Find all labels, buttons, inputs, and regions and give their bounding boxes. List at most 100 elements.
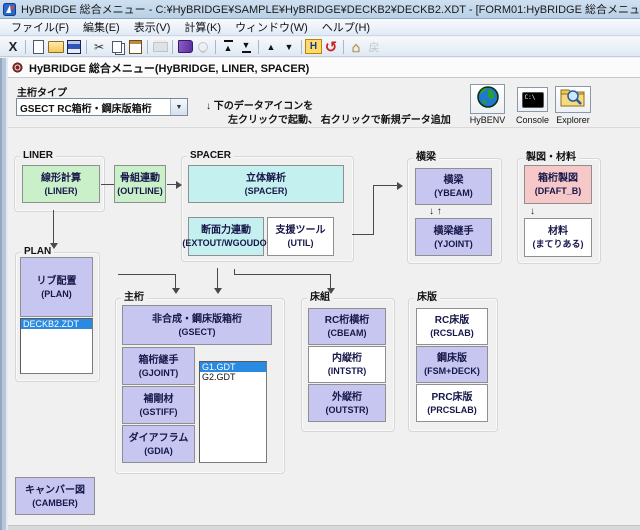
module-material[interactable]: 材料 (まてりある) [524, 218, 592, 257]
console-label: Console [515, 115, 550, 125]
connector-line [330, 274, 331, 289]
module-gdia[interactable]: ダイアフラム (GDIA) [122, 425, 195, 463]
group-slab-label: 床版 [414, 292, 440, 304]
module-util[interactable]: 支援ツール (UTIL) [267, 217, 334, 256]
menu-file[interactable]: ファイル(F) [11, 22, 70, 34]
girder-type-value: GSECT RC箱桁・鋼床版箱桁 [20, 103, 152, 115]
arrow-down-icon [172, 288, 180, 294]
toolbar: X✂▲▼▲▼H↺⌂戻 [0, 37, 640, 57]
help-book-icon[interactable] [176, 38, 194, 55]
module-prcslab[interactable]: PRC床版 (PRCSLAB) [416, 384, 488, 422]
explorer-label: Explorer [556, 115, 590, 125]
module-ybeam[interactable]: 横梁 (YBEAM) [415, 168, 492, 205]
module-gsect[interactable]: 非合成・鋼床版箱桁 (GSECT) [122, 305, 272, 345]
new-file-icon[interactable] [29, 38, 47, 55]
cut-icon[interactable]: ✂ [93, 39, 105, 54]
arrow-down-icon [214, 288, 222, 294]
copy-icon[interactable] [108, 38, 126, 55]
connector-line [101, 184, 114, 185]
group-draft-label: 製図・材料 [523, 152, 579, 164]
hybenv-label: HyBENV [469, 115, 506, 125]
menu-help[interactable]: ヘルプ(H) [321, 22, 371, 34]
scroll-bottom-icon[interactable]: ▼ [237, 38, 255, 55]
toolbar-separator [258, 39, 259, 54]
module-liner[interactable]: 線形計算 (LINER) [22, 165, 100, 203]
toolbar-separator [215, 39, 216, 54]
arrow-down-icon [327, 288, 335, 294]
arrow-down-icon [50, 243, 58, 249]
toolbar-separator [172, 39, 173, 54]
module-draft[interactable]: 箱桁製図 (DFAFT_B) [524, 165, 592, 204]
move-down-icon[interactable]: ▼ [284, 41, 294, 52]
module-intstr[interactable]: 内縦桁 (INTSTR) [308, 346, 386, 383]
group-ybeam: 横梁 [407, 152, 502, 264]
plan-file-listbox[interactable]: DECKB2.ZDT [20, 318, 93, 374]
group-plan: PLAN [15, 246, 100, 382]
menu-edit[interactable]: 編集(E) [83, 22, 120, 34]
form-header-title: HyBRIDGE 総合メニュー(HyBRIDGE, LINER, SPACER) [29, 62, 310, 75]
connector-line [373, 185, 374, 235]
move-up-icon[interactable]: ▲ [266, 41, 276, 52]
draft-down-arrow: ↓ [530, 206, 535, 217]
console-button[interactable]: C:\ [517, 87, 548, 112]
app-icon [3, 2, 16, 16]
home-icon[interactable]: ⌂ [351, 38, 361, 55]
arrow-right-icon [176, 181, 182, 189]
menu-calc[interactable]: 計算(K) [184, 22, 222, 34]
module-extout[interactable]: 断面力連動 (EXTOUT/WGOUDO) [182, 217, 270, 256]
reload-icon[interactable]: ↺ [324, 38, 338, 56]
module-cbeam[interactable]: RC桁横桁 (CBEAM) [308, 308, 386, 345]
girder-type-combobox[interactable]: GSECT RC箱桁・鋼床版箱桁 ▼ [16, 98, 188, 116]
group-ybeam-label: 横梁 [413, 152, 439, 164]
connector-line [118, 274, 176, 275]
module-gjoint[interactable]: 箱桁継手 (GJOINT) [122, 347, 195, 385]
menu-window[interactable]: ウィンドウ(W) [235, 22, 308, 34]
toolbar-separator [25, 39, 26, 54]
group-plan-label: PLAN [21, 246, 55, 258]
group-draft: 製図・材料 [517, 152, 601, 264]
connector-line [373, 185, 398, 186]
back-icon: 戻 [368, 41, 380, 54]
toolbar-separator [147, 39, 148, 54]
explorer-button[interactable] [555, 86, 591, 113]
form-header-icon [12, 62, 23, 73]
open-file-icon[interactable] [47, 38, 65, 55]
print-icon [151, 38, 169, 55]
connector-line [352, 234, 373, 235]
list-item[interactable]: DECKB2.ZDT [21, 319, 92, 329]
menu-view[interactable]: 表示(V) [133, 22, 171, 34]
module-rcslab[interactable]: RC床版 (RCSLAB) [416, 308, 488, 345]
module-fsmdeck[interactable]: 鋼床版 (FSM+DECK) [416, 346, 488, 383]
girder-file-listbox[interactable]: G1.GDT G2.GDT [199, 361, 267, 463]
group-girder: 主桁 [115, 292, 285, 474]
close-icon[interactable]: X [8, 39, 18, 54]
group-spacer-label: SPACER [187, 150, 234, 162]
module-spacer[interactable]: 立体解析 (SPACER) [188, 165, 344, 203]
connector-line [234, 269, 235, 275]
list-item[interactable]: G1.GDT [200, 362, 266, 372]
connector-line [167, 184, 177, 185]
paste-icon[interactable] [126, 38, 144, 55]
list-item[interactable]: G2.GDT [202, 372, 236, 382]
separator-line [8, 127, 640, 128]
hybenv-button[interactable] [470, 84, 505, 114]
module-plan[interactable]: リブ配置 (PLAN) [20, 257, 93, 317]
connector-line [53, 210, 54, 243]
save-icon[interactable] [65, 38, 83, 55]
module-camber[interactable]: キャンバー図 (CAMBER) [15, 477, 95, 515]
form-window-icon[interactable]: H [305, 39, 322, 54]
toolbar-separator [343, 39, 344, 54]
module-gstiff[interactable]: 補剛材 (GSTIFF) [122, 386, 195, 424]
group-floor: 床組 [301, 292, 395, 432]
scroll-top-icon[interactable]: ▲ [219, 38, 237, 55]
chevron-down-icon[interactable]: ▼ [170, 99, 187, 115]
hint-line-1: ↓ 下のデータアイコンを [206, 101, 314, 112]
arrow-right-icon [397, 182, 403, 190]
module-yjoint[interactable]: 横梁継手 (YJOINT) [415, 218, 492, 256]
module-outstr[interactable]: 外縦桁 (OUTSTR) [308, 384, 386, 422]
title-bar[interactable]: HyBRIDGE 総合メニュー - C:¥HyBRIDGE¥SAMPLE¥HyB… [0, 0, 640, 19]
toolbar-separator [301, 39, 302, 54]
window-frame-bottom [8, 525, 640, 530]
globe-icon [476, 85, 500, 114]
module-outline[interactable]: 骨組連動 (OUTLINE) [114, 165, 166, 203]
